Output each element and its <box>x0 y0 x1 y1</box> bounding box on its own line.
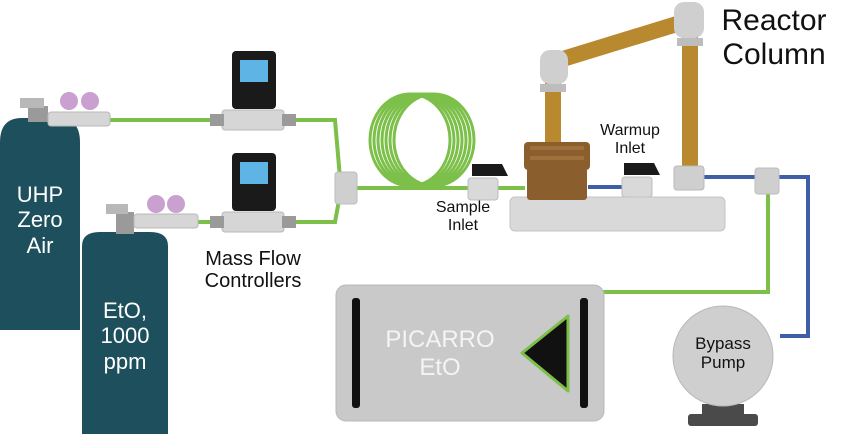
eto-1000ppm-tank <box>82 204 168 434</box>
mfc-label-line1: Mass Flow <box>205 248 301 270</box>
mass-flow-controller-bottom <box>210 153 296 233</box>
tee-fitting-outlet <box>754 167 780 195</box>
mfc-label-line2: Controllers <box>204 270 302 293</box>
picarro-label-line2: EtO <box>419 353 461 381</box>
warmup-label-line2: Inlet <box>614 139 646 157</box>
reactor-fittings <box>540 2 705 191</box>
eto-label-line1: EtO, <box>102 298 147 323</box>
pump-label-line1: Bypass <box>695 334 751 353</box>
air-label-line2: Zero <box>17 207 63 233</box>
mass-flow-controller-top <box>210 51 296 131</box>
sample-label-line1: Sample <box>435 199 491 216</box>
sample-inlet-valve <box>467 164 508 201</box>
bypass-pump-label: Bypass Pump <box>683 334 763 372</box>
blue-exhaust-lines <box>588 175 810 338</box>
reactor-column-pipes <box>545 9 698 178</box>
reactor-base-plate <box>509 196 726 232</box>
sample-label-line2: Inlet <box>447 216 479 234</box>
eto-label-line3: ppm <box>103 348 147 374</box>
reactor-label-line2: Column <box>722 37 826 71</box>
sample-inlet-label: Sample Inlet <box>428 199 498 235</box>
warmup-inlet-label: Warmup Inlet <box>588 122 672 158</box>
uhp-zero-air-label: UHP Zero Air <box>0 182 80 258</box>
green-gas-lines <box>108 118 770 294</box>
mass-flow-controllers-label: Mass Flow Controllers <box>188 248 318 293</box>
air-regulator <box>47 92 111 127</box>
sample-coil <box>368 92 476 188</box>
picarro-label-line1: PICARRO <box>385 326 495 353</box>
reactor-body <box>524 142 590 200</box>
uhp-zero-air-tank <box>0 98 80 330</box>
eto-label-line2: 1000 <box>100 323 150 349</box>
tee-fitting-mfc <box>334 171 358 205</box>
eto-1000ppm-label: EtO, 1000 ppm <box>82 298 168 374</box>
air-label-line3: Air <box>26 232 54 258</box>
eto-regulator <box>133 195 199 229</box>
reactor-label-line1: Reactor <box>721 4 827 37</box>
picarro-eto-label: PICARRO EtO <box>380 326 500 381</box>
warmup-label-line1: Warmup <box>600 122 660 139</box>
picarro-analyzer <box>335 284 605 422</box>
pump-label-line2: Pump <box>700 353 746 373</box>
bypass-pump <box>672 305 774 426</box>
warmup-inlet-valve <box>621 163 660 198</box>
air-label-line1: UHP <box>16 182 64 207</box>
reactor-column-label: Reactor Column <box>704 4 844 71</box>
